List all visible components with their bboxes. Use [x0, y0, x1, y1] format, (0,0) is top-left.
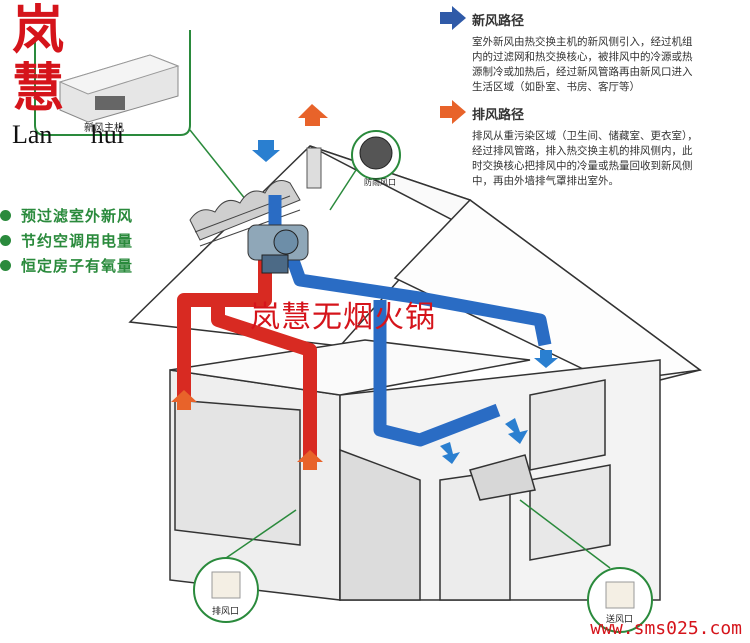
fresh-route-body: 室外新风由热交换主机的新风侧引入，经过机组 内的过滤网和热交换核心，被排风中的冷… — [472, 35, 742, 95]
fresh-route-block: 新风路径 室外新风由热交换主机的新风侧引入，经过机组 内的过滤网和热交换核心，被… — [472, 10, 742, 95]
benefit-item: 恒定房子有氧量 — [0, 254, 133, 276]
bullet-icon — [0, 234, 11, 246]
benefit-label: 预过滤室外新风 — [21, 206, 134, 225]
brand-logo: 岚 慧 Lan hui — [12, 2, 152, 150]
brand-en-right: hui — [90, 120, 124, 149]
exhaust-route-body: 排风从重污染区域（卫生间、储藏室、更衣室）， 经过排风管路，排入热交换主机的排风… — [472, 129, 747, 189]
rain-cap-label: 防雨风口 — [364, 178, 396, 187]
fresh-ducts — [268, 195, 552, 447]
bullet-icon — [0, 209, 11, 221]
unit-thumbnail — [58, 54, 180, 123]
rain-cap-icon — [359, 136, 393, 170]
exhaust-route-arrow-icon — [440, 100, 466, 124]
fresh-outlet-label: 送风口 — [606, 615, 634, 625]
heat-exchanger-unit — [247, 224, 309, 274]
chimney — [306, 147, 322, 189]
fresh-route-line: 源制冷或加热后，经过新风管路再由新风口进入 — [472, 66, 693, 78]
exhaust-outlet-icon — [211, 571, 241, 599]
unit-callout-frame — [34, 30, 191, 136]
fresh-air-arrows — [252, 140, 558, 464]
exhaust-air-arrows — [171, 104, 328, 470]
fresh-route-line: 生活区域（如卧室、书房、客厅等） — [472, 81, 640, 93]
exhaust-outlet-label: 排风口 — [212, 607, 240, 617]
fresh-route-title: 新风路径 — [472, 14, 525, 29]
brand-en: Lan hui — [12, 120, 124, 150]
exhaust-route-line: 时交换核心把排风中的冷量或热量回收到新风侧 — [472, 160, 693, 172]
house — [128, 145, 702, 601]
unit-label: 新风主机 — [84, 123, 124, 134]
site-url: www.sms025.com — [590, 618, 742, 639]
watermark-text: 岚慧无烟火锅 — [250, 300, 436, 335]
fresh-outlet-icon — [605, 581, 635, 609]
fresh-route-arrow-icon — [440, 6, 466, 30]
exhaust-route-title: 排风路径 — [472, 108, 525, 123]
benefit-item: 节约空调用电量 — [0, 229, 133, 251]
benefit-label: 恒定房子有氧量 — [21, 256, 134, 275]
fresh-route-line: 内的过滤网和热交换核心，被排风中的冷源或热 — [472, 51, 693, 63]
brand-cn: 岚 慧 — [12, 0, 71, 119]
exhaust-route-block: 排风路径 排风从重污染区域（卫生间、储藏室、更衣室）， 经过排风管路，排入热交换… — [472, 104, 747, 189]
benefit-item: 预过滤室外新风 — [0, 204, 133, 226]
fresh-route-line: 室外新风由热交换主机的新风侧引入，经过机组 — [472, 36, 693, 48]
benefits-list: 预过滤室外新风 节约空调用电量 恒定房子有氧量 — [0, 204, 133, 279]
benefit-label: 节约空调用电量 — [21, 231, 134, 250]
exhaust-route-line: 中，再由外墙排气罩排出室外。 — [472, 175, 619, 187]
exhaust-route-line: 经过排风管路，排入热交换主机的排风侧内，此 — [472, 145, 693, 157]
brand-en-left: Lan — [12, 120, 53, 149]
bullet-icon — [0, 259, 11, 271]
exhaust-route-line: 排风从重污染区域（卫生间、储藏室、更衣室）， — [472, 130, 698, 142]
